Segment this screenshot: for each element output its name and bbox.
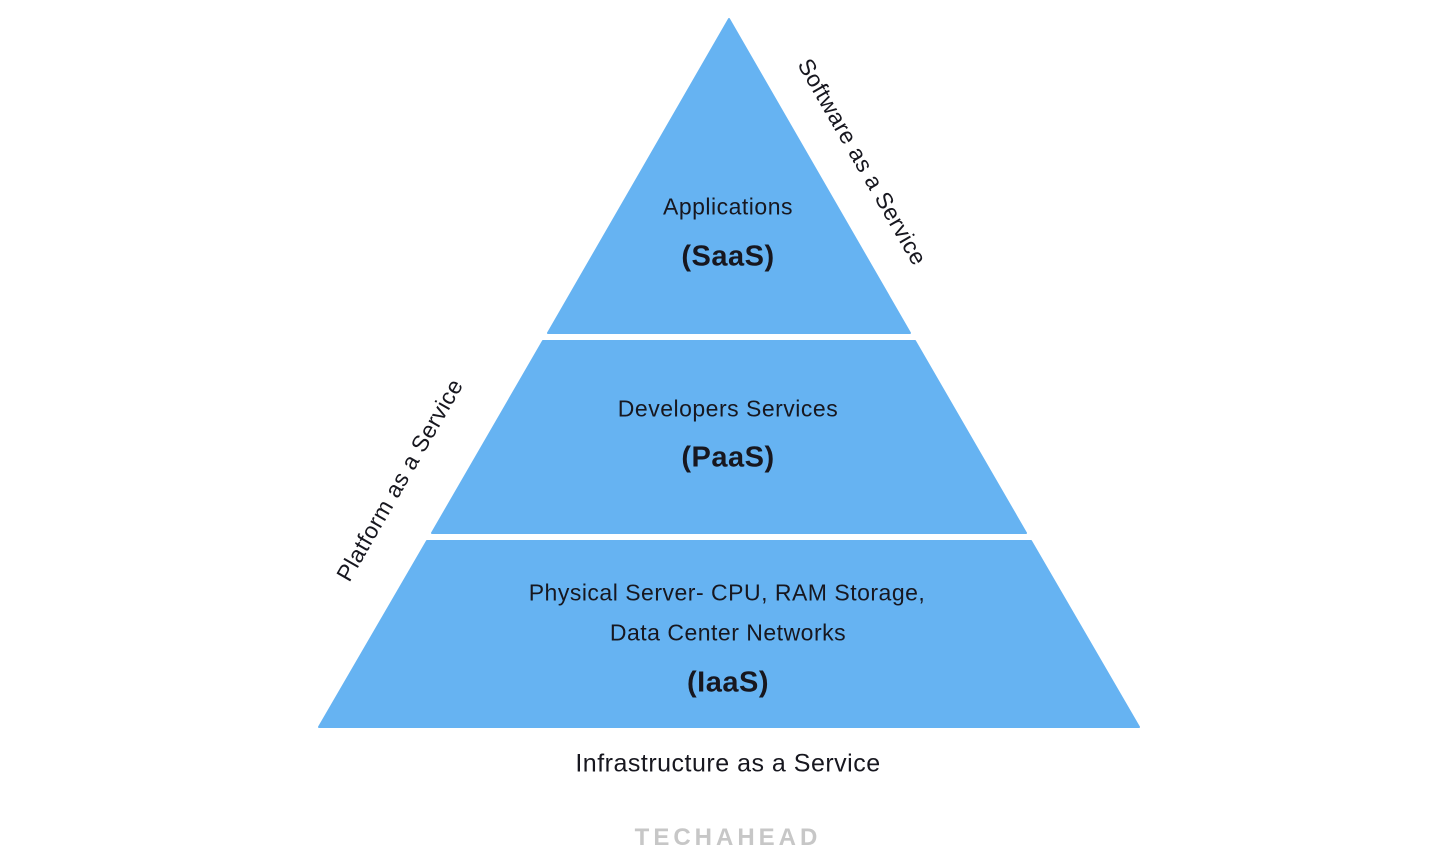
pyramid-tier-saas-shape xyxy=(547,18,911,334)
tier-saas-abbr: (SaaS) xyxy=(681,240,775,273)
tier-iaas-title-line2: Data Center Networks xyxy=(609,619,847,646)
techahead-logo: TECHAHEAD xyxy=(634,824,822,851)
tier-iaas-title-line1: Physical Server- CPU, RAM Storage, xyxy=(528,579,926,606)
tier-iaas-abbr: (IaaS) xyxy=(687,666,769,699)
infrastructure-as-a-service-label: Infrastructure as a Service xyxy=(575,749,881,778)
pyramid-tier-iaas-shape xyxy=(318,540,1140,728)
tier-paas-title: Developers Services xyxy=(617,395,839,422)
tier-paas-abbr: (PaaS) xyxy=(681,441,775,474)
tier-saas-title: Applications xyxy=(662,193,794,220)
pyramid-tier-paas-shape xyxy=(431,340,1027,534)
